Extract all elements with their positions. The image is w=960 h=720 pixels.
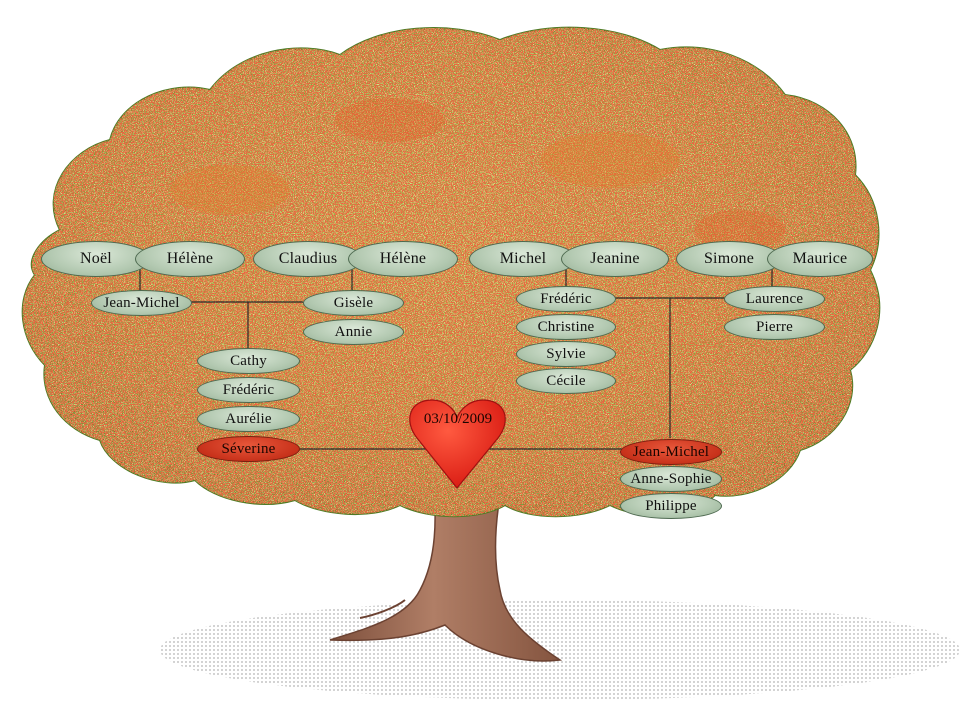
- person-pierre[interactable]: Pierre: [724, 314, 825, 340]
- person-michel[interactable]: Michel: [469, 241, 577, 277]
- person-helene-1[interactable]: Hélène: [135, 241, 245, 277]
- person-frederic-1[interactable]: Frédéric: [516, 286, 616, 312]
- person-christine[interactable]: Christine: [516, 314, 616, 340]
- person-philippe[interactable]: Philippe: [620, 493, 722, 519]
- person-jean-michel-1[interactable]: Jean-Michel: [91, 290, 192, 316]
- person-cecile[interactable]: Cécile: [516, 368, 616, 394]
- wedding-date: 03/10/2009: [423, 411, 493, 427]
- person-frederic-2[interactable]: Frédéric: [197, 377, 300, 403]
- person-aurelie[interactable]: Aurélie: [197, 406, 300, 432]
- person-jeanine[interactable]: Jeanine: [561, 241, 669, 277]
- person-gisele[interactable]: Gisèle: [303, 290, 404, 316]
- person-noel[interactable]: Noël: [41, 241, 151, 277]
- trunk-root-left: [359, 599, 406, 619]
- person-jean-michel-2[interactable]: Jean-Michel: [620, 439, 722, 465]
- heart-shape: [409, 399, 506, 489]
- person-maurice[interactable]: Maurice: [767, 241, 873, 277]
- person-laurence[interactable]: Laurence: [724, 286, 825, 312]
- person-anne-sophie[interactable]: Anne-Sophie: [620, 466, 722, 492]
- person-cathy[interactable]: Cathy: [197, 348, 300, 374]
- person-helene-2[interactable]: Hélène: [348, 241, 458, 277]
- person-severine[interactable]: Séverine: [197, 436, 300, 462]
- person-claudius[interactable]: Claudius: [253, 241, 363, 277]
- ground-shadow: [160, 600, 960, 700]
- person-annie[interactable]: Annie: [303, 319, 404, 345]
- person-simone[interactable]: Simone: [676, 241, 782, 277]
- tree-trunk: [329, 469, 563, 662]
- person-sylvie[interactable]: Sylvie: [516, 341, 616, 367]
